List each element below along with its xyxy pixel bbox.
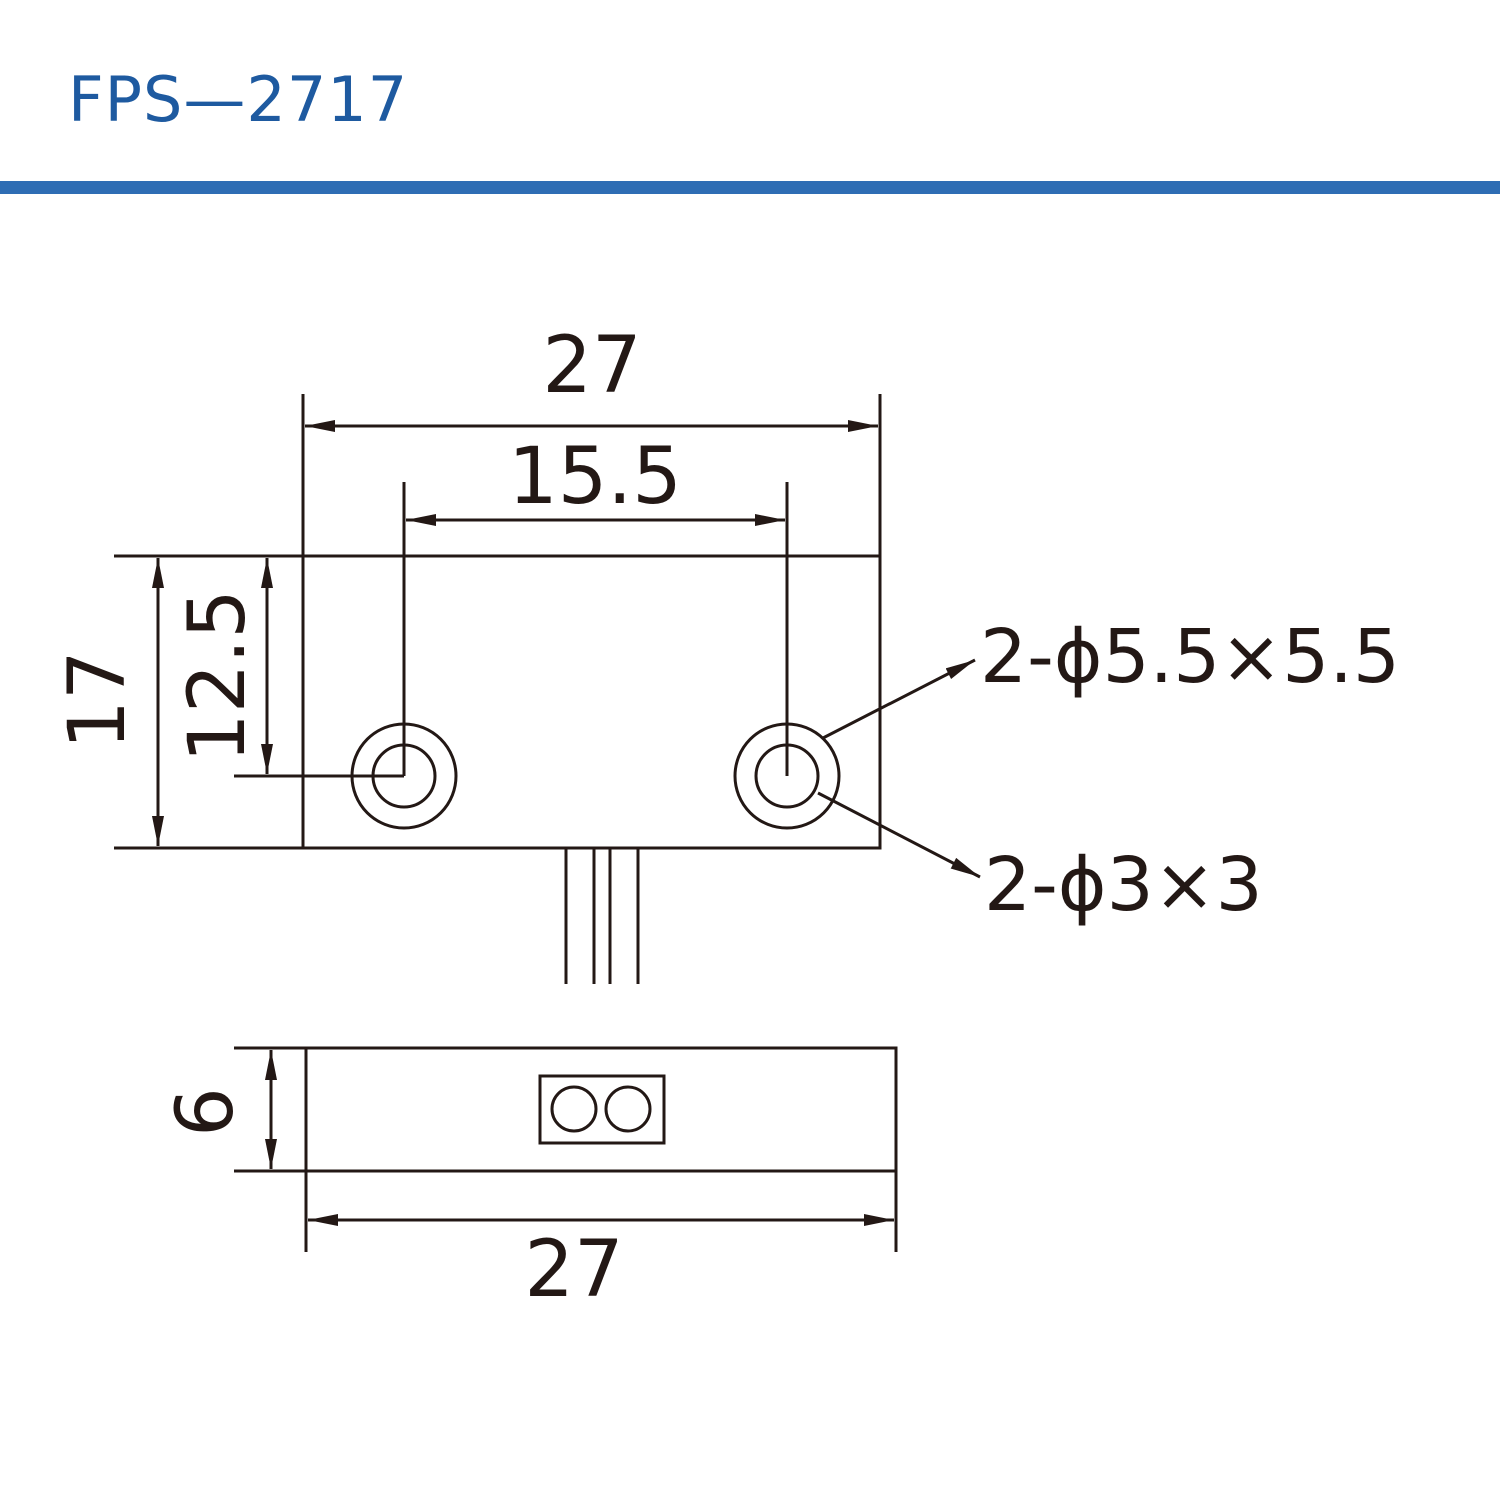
hole-right bbox=[754, 743, 820, 809]
callout-counterbore: 2-ϕ5.5×5.5 bbox=[980, 614, 1400, 700]
callout-hole: 2-ϕ3×3 bbox=[984, 842, 1263, 928]
dim-thickness: 6 bbox=[161, 1087, 251, 1137]
dim-side-width: 27 bbox=[524, 1225, 623, 1315]
cable-exit-window bbox=[538, 1074, 666, 1145]
dim-overall-width: 27 bbox=[542, 321, 641, 411]
dim-hole-spacing: 15.5 bbox=[508, 432, 682, 522]
dim-overall-height: 17 bbox=[53, 650, 143, 749]
counterbore-left bbox=[350, 722, 458, 830]
hole-left bbox=[371, 743, 437, 809]
header-divider bbox=[0, 181, 1500, 194]
sensor-body-top-view bbox=[301, 554, 882, 850]
wire-end-right bbox=[604, 1085, 652, 1133]
leader-hole bbox=[817, 791, 981, 879]
wire-end-left bbox=[550, 1085, 598, 1133]
dim-hole-offset: 12.5 bbox=[173, 589, 263, 763]
leader-counterbore bbox=[822, 658, 976, 740]
sensor-body-side-view bbox=[304, 1046, 898, 1173]
counterbore-right bbox=[733, 722, 841, 830]
page-title: FPS—2717 bbox=[68, 63, 409, 136]
